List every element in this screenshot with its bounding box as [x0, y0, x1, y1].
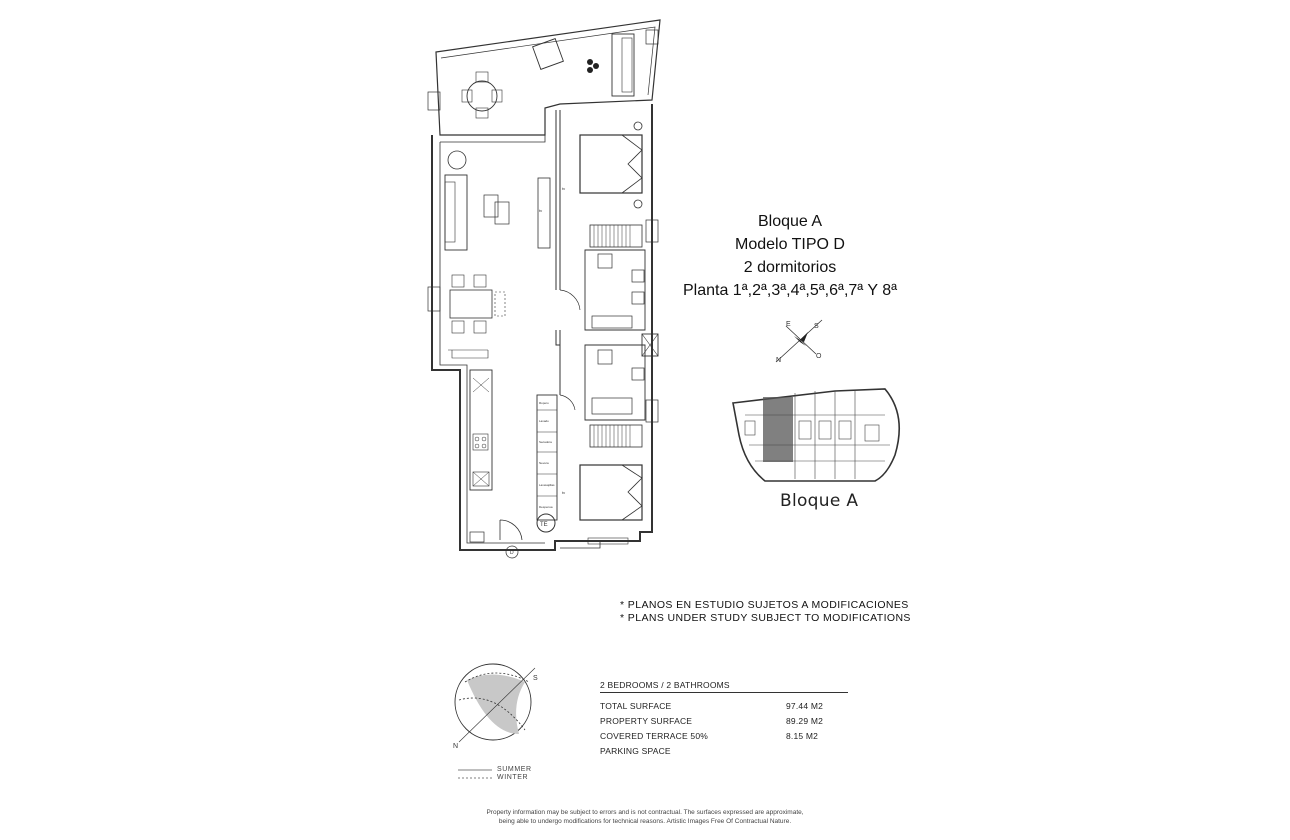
cabinet-label: Despensa: [539, 505, 553, 509]
floors-title: Planta 1ª,2ª,3ª,4ª,5ª,6ª,7ª Y 8ª: [682, 282, 898, 299]
cabinet-label: Lavavajillas: [539, 483, 555, 487]
key-plan: [732, 388, 901, 482]
legend-winter: WINTER: [497, 774, 529, 781]
disclaimer-line-1: Property information may be subject to e…: [486, 809, 804, 816]
floor-plan: tv tv tv TE D Ropero Lavado Secadora Nev…: [427, 19, 661, 559]
legend-summer: SUMMER: [497, 766, 532, 773]
row-label: PARKING SPACE: [600, 745, 671, 756]
row-value: 97.44 M2: [786, 700, 824, 711]
apartment-outer-wall: [431, 104, 653, 551]
tv-label-1: tv: [562, 186, 565, 191]
row-label: COVERED TERRACE 50%: [600, 730, 709, 741]
sun-n: N: [453, 743, 458, 750]
cabinet-label: Nevera: [539, 461, 549, 465]
cabinet-label: Ropero: [539, 401, 549, 405]
disclaimer: Property information may be subject to e…: [440, 808, 850, 826]
sun-s: S: [533, 675, 538, 682]
door-label: D: [510, 550, 514, 556]
surfaces-heading: 2 BEDROOMS / 2 BATHROOMS: [600, 680, 848, 693]
compass-e: E: [786, 321, 791, 328]
bedrooms-title: 2 dormitorios: [743, 259, 837, 276]
compass-rose-icon: E S N O: [775, 319, 823, 364]
surfaces-table: 2 BEDROOMS / 2 BATHROOMS TOTAL SURFACE 9…: [600, 680, 848, 758]
tv-label-2: tv: [539, 208, 542, 213]
row-label: PROPERTY SURFACE: [600, 715, 693, 726]
entry-door: [499, 519, 523, 541]
note-en: * PLANS UNDER STUDY SUBJECT TO MODIFICAT…: [620, 612, 911, 624]
key-plan-label: Bloque A: [780, 491, 859, 511]
row-value: 8.15 M2: [786, 730, 819, 741]
cabinet-label: Secadora: [539, 440, 552, 444]
table-row: COVERED TERRACE 50% 8.15 M2: [600, 728, 848, 743]
row-label: TOTAL SURFACE: [600, 700, 672, 711]
bed-2: [579, 464, 643, 521]
interior-wall: [555, 110, 561, 290]
table-row: PARKING SPACE: [600, 743, 848, 758]
disclaimer-line-2: being able to undergo modifications for …: [498, 818, 792, 825]
table-row: PROPERTY SURFACE 89.29 M2: [600, 713, 848, 728]
bed-1: [579, 134, 643, 194]
note-es: * PLANOS EN ESTUDIO SUJETOS A MODIFICACI…: [620, 599, 909, 611]
legend-lines: [458, 769, 492, 779]
tv-label-3: tv: [562, 490, 565, 495]
dining-table: [449, 289, 493, 319]
cabinet-label: Lavado: [539, 419, 549, 423]
sun-path-diagram: S N: [453, 663, 538, 750]
te-label: TE: [540, 522, 548, 528]
compass-s: S: [814, 323, 819, 330]
compass-n: N: [776, 357, 781, 364]
table-row: TOTAL SURFACE 97.44 M2: [600, 698, 848, 713]
sofa: [444, 174, 468, 251]
row-value: 89.29 M2: [786, 715, 824, 726]
block-title: Bloque A: [757, 213, 823, 230]
compass-o: O: [816, 353, 822, 360]
title-block: Bloque A Modelo TIPO D 2 dormitorios Pla…: [640, 210, 940, 302]
terrace-outline: [435, 19, 661, 136]
model-title: Modelo TIPO D: [735, 236, 845, 253]
